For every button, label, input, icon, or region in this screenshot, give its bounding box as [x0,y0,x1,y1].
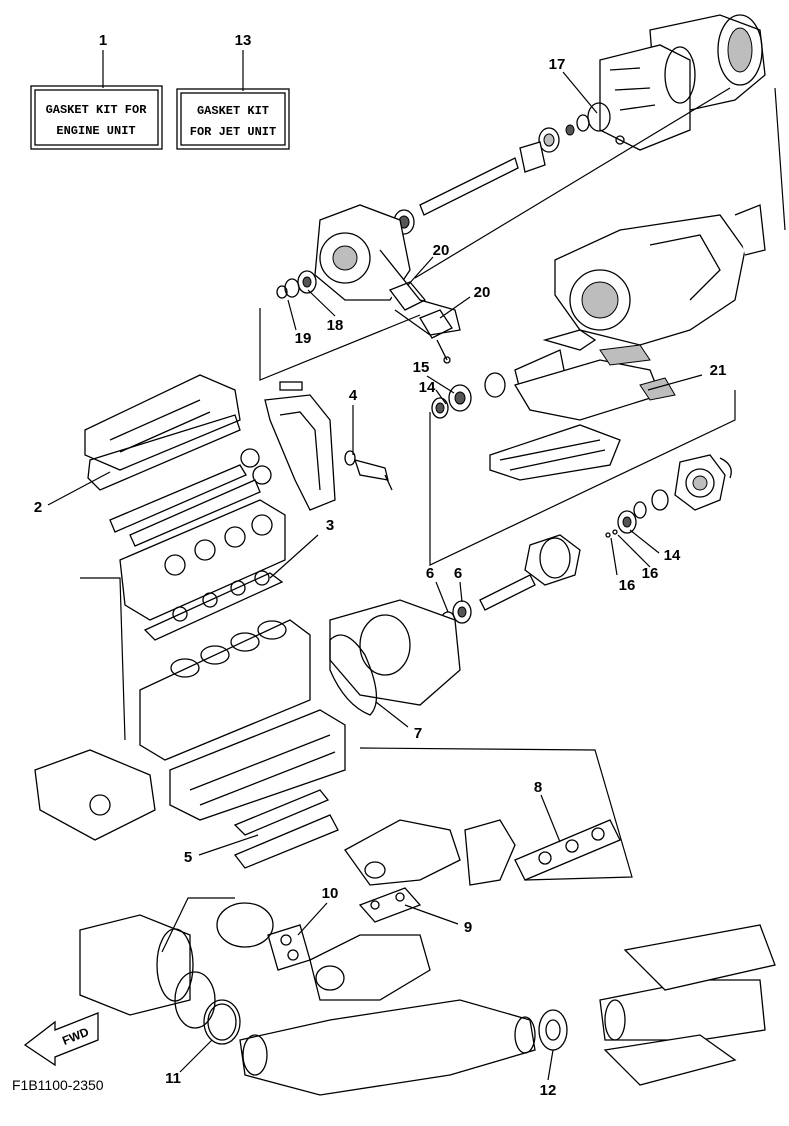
callout-6a: 6 [426,565,434,582]
jet-nozzle [599,14,766,151]
callout-20a: 20 [433,242,450,259]
tensioner-4 [344,450,393,491]
coupler-shaft [440,529,618,631]
timing-chain [264,381,336,511]
side-cover [34,749,156,841]
drawing-number: F1B1100-2350 [12,1077,104,1093]
exhaust-pipe [239,999,536,1096]
callout-15: 15 [413,359,430,376]
generator-cover [329,599,461,716]
callout-1: 1 [99,32,107,49]
callout-9: 9 [464,919,472,936]
callout-16a: 16 [619,577,636,594]
fwd-arrow-icon: FWD [23,1012,99,1067]
kit-engine-line2: ENGINE UNIT [56,124,135,138]
kit-box-engine: GASKET KIT FOR ENGINE UNIT [30,85,163,150]
callout-13: 13 [235,32,252,49]
pump-housing [314,204,461,336]
callout-16b: 16 [642,565,659,582]
callout-7: 7 [414,725,422,742]
callout-6b: 6 [454,565,462,582]
cylinder-head [119,499,286,621]
boundary-lines [80,87,786,953]
camshafts [109,448,272,547]
oil-pan-gasket-5 [233,789,339,869]
seal-11 [203,999,241,1045]
callout-21: 21 [710,362,727,379]
head-gasket-3 [143,570,284,641]
callout-14b: 14 [664,547,681,564]
impeller-housing [554,204,766,346]
callout-leaders [47,71,703,1081]
exhaust-gasket-9 [358,887,422,923]
cylinder-head-cover [84,374,241,491]
callout-19: 19 [295,330,312,347]
callout-17: 17 [549,56,566,73]
kit-jet-line1: GASKET KIT [197,104,269,118]
callout-12: 12 [540,1082,557,1099]
callout-2: 2 [34,499,42,516]
ride-plate-21 [489,344,676,481]
cylinder-block [139,619,311,761]
callout-14a: 14 [419,379,436,396]
callout-8: 8 [534,779,542,796]
callout-10: 10 [322,885,339,902]
jet-seal-17 [538,102,611,153]
seals-18-19 [276,270,317,299]
crankcase [169,709,346,821]
water-lock [79,914,216,1029]
gasket-12 [538,1009,568,1051]
gasket-10 [216,902,311,971]
exhaust-manifold [344,819,516,886]
callout-4: 4 [349,387,358,404]
drive-shaft [393,141,546,235]
callout-20b: 20 [474,284,491,301]
bearing-housing [617,454,732,534]
callout-numbers: 1 2 3 4 5 6 6 7 8 9 10 11 12 13 14 14 15… [34,32,727,1099]
exhaust-elbow [309,934,431,1001]
gaskets-20 [388,281,453,364]
callout-5: 5 [184,849,192,866]
kit-jet-line2: FOR JET UNIT [190,125,276,139]
manifold-gasket-8 [514,819,621,881]
callout-3: 3 [326,517,334,534]
kit-box-jet: GASKET KIT FOR JET UNIT [176,88,290,150]
muffler [599,924,776,1086]
kit-engine-line1: GASKET KIT FOR [46,103,148,117]
callout-11: 11 [165,1070,181,1087]
intake-grate [431,329,597,419]
callout-18: 18 [327,317,344,334]
